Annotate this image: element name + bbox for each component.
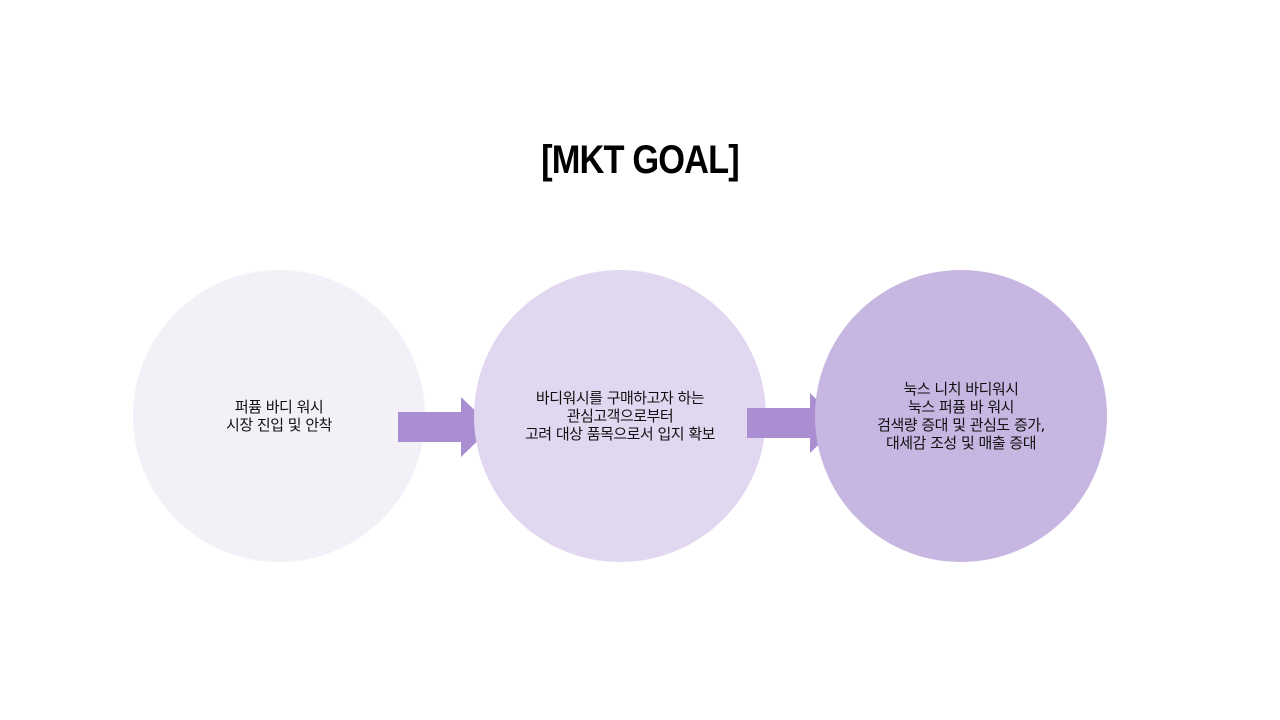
goal-circle-1: 퍼퓸 바디 워시 시장 진입 및 안착 (133, 270, 425, 562)
goal-text-line: 눅스 퍼퓸 바 워시 (908, 398, 1014, 416)
goal-text-line: 대세감 조성 및 매출 증대 (885, 434, 1037, 452)
goal-text-line: 바디워시를 구매하고자 하는 (535, 389, 705, 407)
goal-text-line: 시장 진입 및 안착 (226, 416, 332, 434)
right-arrow-icon (398, 397, 492, 457)
goal-text-line: 검색량 증대 및 관심도 증가, (877, 416, 1045, 434)
arrow-shape (398, 397, 492, 457)
goal-text-1: 퍼퓸 바디 워시 시장 진입 및 안착 (226, 398, 332, 434)
goal-circle-2: 바디워시를 구매하고자 하는 관심고객으로부터 고려 대상 품목으로서 입지 확… (474, 270, 766, 562)
goal-text-line: 눅스 니치 바디워시 (903, 380, 1019, 398)
goal-text-line: 관심고객으로부터 (566, 407, 674, 425)
goal-text-line: 고려 대상 품목으로서 입지 확보 (525, 425, 715, 443)
goal-text-3: 눅스 니치 바디워시 눅스 퍼퓸 바 워시 검색량 증대 및 관심도 증가, 대… (877, 380, 1045, 452)
slide-title: [MKT GOAL] (541, 138, 740, 182)
goal-text-2: 바디워시를 구매하고자 하는 관심고객으로부터 고려 대상 품목으로서 입지 확… (525, 389, 715, 443)
goal-circle-3: 눅스 니치 바디워시 눅스 퍼퓸 바 워시 검색량 증대 및 관심도 증가, 대… (815, 270, 1107, 562)
goal-text-line: 퍼퓸 바디 워시 (234, 398, 324, 416)
